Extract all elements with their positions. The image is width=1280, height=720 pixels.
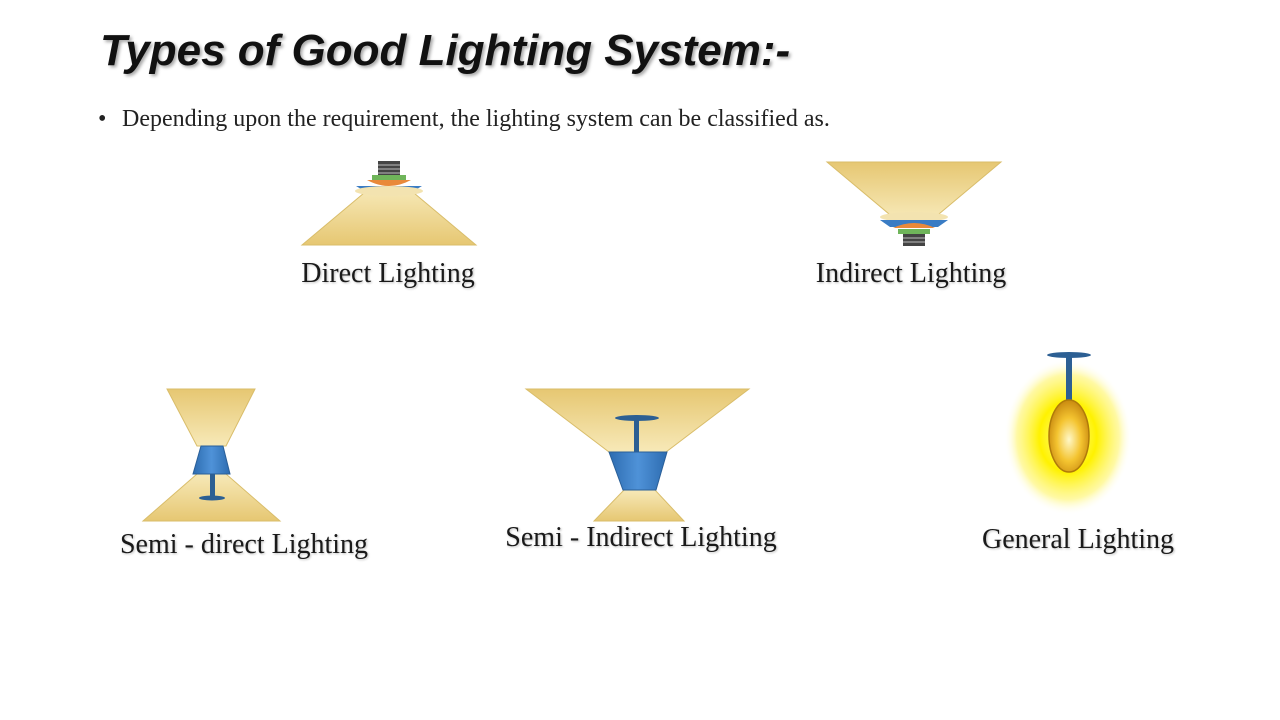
semi-direct-lighting-icon: [141, 388, 282, 522]
label-direct-lighting: Direct Lighting: [301, 258, 475, 289]
direct-lighting-icon: [300, 161, 478, 246]
slide-title: Types of Good Lighting System:-: [100, 26, 791, 75]
label-semi-direct-lighting: Semi - direct Lighting: [119, 529, 369, 560]
general-lighting-icon: [1004, 352, 1132, 515]
intro-bullet: • Depending upon the requirement, the lig…: [98, 106, 830, 133]
intro-bullet-text: Depending upon the requirement, the ligh…: [122, 106, 830, 132]
label-indirect-lighting: Indirect Lighting: [815, 258, 1007, 289]
label-general-lighting: General Lighting: [981, 524, 1175, 555]
indirect-lighting-icon: [825, 161, 1003, 246]
semi-indirect-lighting-icon: [524, 388, 751, 522]
label-semi-indirect-lighting: Semi - Indirect Lighting: [505, 522, 777, 553]
bullet-dot: •: [98, 106, 107, 132]
